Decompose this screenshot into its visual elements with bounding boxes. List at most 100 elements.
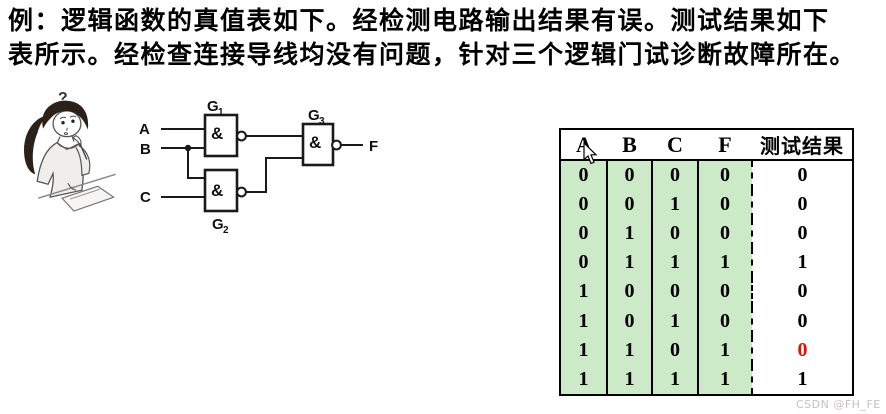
truth-table: A B C F 测试结果 0 0 0 0 0 0 0 1 0 0 0 1 0 0… xyxy=(559,128,854,396)
truth-table-cell: 1 xyxy=(698,364,753,395)
paper-line xyxy=(69,188,100,200)
truth-table-cell: 1 xyxy=(752,364,853,395)
gate-g3-sub: 3 xyxy=(319,116,325,127)
wire-b-branch xyxy=(187,148,205,179)
truth-table-cell: 0 xyxy=(607,160,653,191)
truth-table-cell: 0 xyxy=(652,335,699,365)
gate-g3-op: & xyxy=(309,133,321,152)
truth-table-cell: 1 xyxy=(560,364,608,395)
table-row: 0 1 1 1 1 xyxy=(560,248,853,278)
truth-table-cell: 0 xyxy=(752,277,853,307)
gate-g1: & G 1 xyxy=(203,98,247,158)
truth-table-cell: 1 xyxy=(560,306,608,336)
truth-table-cell: 0 xyxy=(607,306,653,336)
gate-g1-bubble xyxy=(236,130,247,142)
gate-g2-sub: 2 xyxy=(223,225,229,234)
gate-g1-sub: 1 xyxy=(218,107,224,118)
mouth xyxy=(63,132,69,136)
gate-g2-bubble xyxy=(236,186,247,198)
logic-circuit-diagram: A B C F & G 1 & G 2 & xyxy=(139,98,378,234)
table-row: 1 1 1 1 1 xyxy=(560,364,853,395)
truth-table-cell: 0 xyxy=(607,277,653,307)
truth-table-header-result: 测试结果 xyxy=(752,129,853,161)
eye-left xyxy=(61,121,65,125)
truth-table-cell: 0 xyxy=(698,277,753,307)
truth-table-header-f: F xyxy=(698,129,752,161)
truth-table-cell: 1 xyxy=(607,219,653,249)
truth-table-cell: 1 xyxy=(607,335,653,365)
truth-table-cell: 1 xyxy=(607,248,653,278)
arm-on-desk xyxy=(75,145,91,177)
truth-table-cell: 1 xyxy=(560,335,608,365)
truth-table-cell: 1 xyxy=(652,364,699,395)
truth-table-cell: 0 xyxy=(560,190,608,220)
hair-top xyxy=(42,100,89,130)
output-f-label: F xyxy=(369,138,378,155)
input-c-label: C xyxy=(140,189,151,206)
truth-table-cell: 0 xyxy=(752,219,853,249)
table-row: 1 0 0 0 0 xyxy=(560,277,853,307)
truth-table-cell: 0 xyxy=(652,277,699,307)
pencil xyxy=(79,143,88,160)
eyebrow-left xyxy=(59,116,67,120)
paper xyxy=(60,185,115,212)
nose xyxy=(66,127,68,131)
eye-right xyxy=(71,119,75,123)
table-row: 1 1 0 1 0 xyxy=(560,335,853,365)
table-row: 0 0 1 0 0 xyxy=(560,190,853,220)
hair-ponytail xyxy=(24,115,49,175)
gate-g1-op: & xyxy=(211,124,223,143)
truth-table-cell: 0 xyxy=(560,219,608,249)
truth-table-header-c: C xyxy=(652,129,698,161)
gate-g2-label: G xyxy=(212,216,224,233)
table-row: 0 0 0 0 0 xyxy=(560,160,853,191)
truth-table-cell: 1 xyxy=(607,364,653,395)
mouse-cursor-icon xyxy=(583,142,598,165)
question-mark-icon: ? xyxy=(58,90,68,107)
truth-table-cell-error: 0 xyxy=(752,335,853,365)
gate-g3-label: G xyxy=(308,107,320,124)
truth-table-header-b: B xyxy=(607,129,652,161)
truth-table-cell: 0 xyxy=(652,219,699,249)
gate-g3: & G 3 xyxy=(301,107,342,167)
wire-g2-to-g3 xyxy=(246,157,303,193)
truth-table-cell: 0 xyxy=(752,190,853,220)
truth-table-cell: 0 xyxy=(560,160,608,191)
problem-statement-line2: 表所示。经检查连接导线均没有问题，针对三个逻辑门试诊断故障所在。 xyxy=(8,41,857,69)
truth-table-cell: 0 xyxy=(698,219,753,249)
writing-hand xyxy=(67,183,77,191)
truth-table-cell: 0 xyxy=(698,306,753,336)
collar xyxy=(56,142,80,151)
truth-table-cell: 1 xyxy=(752,248,853,278)
gate-g3-bubble xyxy=(331,139,342,151)
problem-statement-line1: 例：逻辑函数的真值表如下。经检测电路输出结果有误。测试结果如下 xyxy=(8,7,830,35)
gate-g1-label: G xyxy=(207,98,219,115)
input-b-label: B xyxy=(140,141,151,158)
truth-table-cell: 0 xyxy=(752,160,853,191)
watermark: CSDN @FH_FE xyxy=(796,398,881,411)
table-row: 0 1 0 0 0 xyxy=(560,219,853,249)
truth-table-cell: 1 xyxy=(652,190,699,220)
desk-edge xyxy=(37,173,116,199)
table-row: 1 0 1 0 0 xyxy=(560,306,853,336)
truth-table-cell: 0 xyxy=(752,306,853,336)
gate-g2: & G 2 xyxy=(203,168,247,234)
problem-statement: 例：逻辑函数的真值表如下。经检测电路输出结果有误。测试结果如下 表所示。经检查连… xyxy=(8,4,884,72)
shirt xyxy=(36,141,84,199)
truth-table-cell: 0 xyxy=(560,248,608,278)
truth-table-cell: 1 xyxy=(652,248,699,278)
input-a-label: A xyxy=(139,121,150,138)
gate-g2-op: & xyxy=(211,181,223,200)
truth-table-cell: 0 xyxy=(607,190,653,220)
truth-table-cell: 0 xyxy=(698,190,753,220)
thinking-girl-illustration: ? xyxy=(24,90,116,212)
junction-dot xyxy=(184,144,192,152)
truth-table-cell: 0 xyxy=(652,160,699,191)
eyebrow-right xyxy=(69,115,77,118)
truth-table-header-row: A B C F 测试结果 xyxy=(560,129,853,161)
truth-table-cell: 1 xyxy=(698,248,753,278)
truth-table-cell: 1 xyxy=(698,335,753,365)
truth-table-cell: 1 xyxy=(652,306,699,336)
truth-table-cell: 0 xyxy=(698,160,753,191)
